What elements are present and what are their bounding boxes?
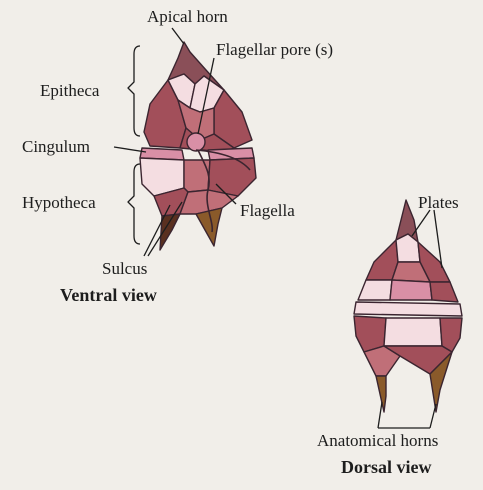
label-epitheca: Epitheca (40, 81, 100, 100)
flagellar-pore-shape (186, 132, 206, 152)
label-plates: Plates (418, 193, 459, 212)
label-flagella: Flagella (240, 201, 295, 220)
dorsal-epitheca-plate (429, 281, 459, 303)
leader-sulcus-2 (147, 201, 183, 257)
caption-dorsal-view: Dorsal view (341, 457, 432, 477)
leader-flagella (215, 183, 237, 205)
hypotheca-bracket (127, 163, 141, 245)
leader-flagellar-pore (197, 57, 215, 135)
label-flagellar-pore: Flagellar pore (s) (216, 40, 334, 59)
leader-sulcus-1 (143, 204, 171, 257)
dorsal-epitheca-plate (357, 279, 393, 301)
dorsal-cingulum-band (353, 301, 463, 317)
leader-plates-1 (411, 209, 431, 237)
label-apical-horn: Apical horn (147, 7, 228, 26)
ventral-cell (139, 41, 257, 251)
hypotheca-plate (183, 159, 211, 193)
dorsal-left-horn (375, 375, 387, 413)
dorsal-hypotheca-plate (439, 317, 463, 353)
dorsal-epitheca-plate (389, 279, 433, 301)
dorsal-hypotheca-plate (363, 345, 401, 377)
label-hypotheca: Hypotheca (22, 193, 96, 212)
caption-ventral-view: Ventral view (60, 285, 157, 305)
dorsal-cell (353, 199, 463, 413)
label-anatomical-horns: Anatomical horns (317, 431, 439, 450)
label-sulcus: Sulcus (102, 259, 148, 278)
leader-horns-left (377, 401, 383, 429)
label-cingulum: Cingulum (22, 137, 91, 156)
hypotheca-plate (207, 157, 257, 197)
leader-lines (113, 27, 443, 429)
leader-cingulum (113, 146, 147, 153)
dorsal-epitheca-plate (365, 239, 399, 281)
dorsal-right-horn (429, 351, 453, 413)
leader-plates-2 (433, 209, 443, 269)
leader-horns-right (429, 403, 437, 429)
epitheca-bracket (127, 45, 141, 137)
flagellum-strand (197, 149, 214, 233)
bracket-group (127, 45, 141, 245)
ventral-right-horn (195, 207, 223, 247)
dorsal-hypotheca-plate (383, 317, 443, 347)
leader-apical-horn (171, 27, 185, 45)
flagellum-strand (195, 149, 251, 171)
